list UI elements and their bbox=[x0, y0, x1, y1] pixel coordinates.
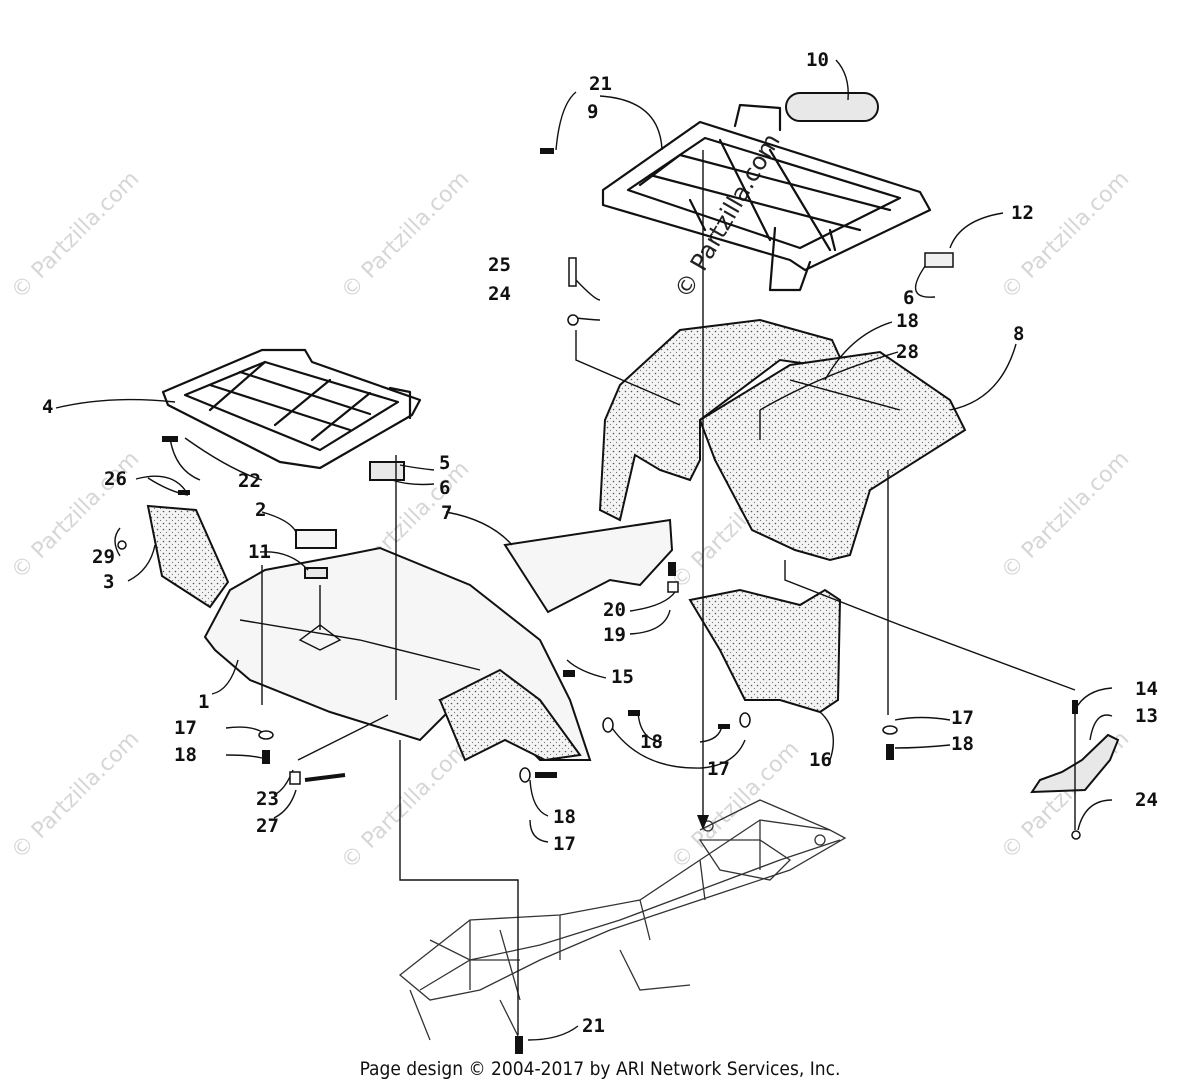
callout: 21 bbox=[582, 1015, 605, 1037]
callout: 27 bbox=[256, 815, 279, 837]
callout: 2 bbox=[255, 499, 266, 521]
watermark: © Partzilla.com bbox=[337, 737, 475, 875]
bolt bbox=[535, 772, 557, 778]
callout: 17 bbox=[174, 717, 197, 739]
callout: 3 bbox=[103, 571, 114, 593]
bolt bbox=[540, 148, 554, 154]
callout: 1 bbox=[198, 691, 209, 713]
callout: 10 bbox=[806, 49, 829, 71]
washer bbox=[882, 725, 898, 735]
hardware bbox=[117, 148, 1081, 1054]
watermark: © Partzilla.com bbox=[997, 447, 1135, 585]
bolt bbox=[628, 710, 640, 716]
callout: 6 bbox=[903, 287, 914, 309]
callout: 25 bbox=[488, 254, 511, 276]
spacer bbox=[924, 252, 954, 268]
bolt bbox=[515, 1036, 523, 1054]
washer bbox=[602, 717, 614, 733]
callout: 18 bbox=[896, 310, 919, 332]
bolt bbox=[886, 744, 894, 760]
side-panel-right bbox=[688, 588, 842, 714]
watermark: © Partzilla.com bbox=[997, 167, 1135, 305]
callout: 22 bbox=[238, 470, 261, 492]
front-rack bbox=[161, 348, 422, 481]
bracket bbox=[1030, 733, 1120, 794]
assembly-lines bbox=[261, 150, 1076, 1035]
callout: 16 bbox=[809, 749, 832, 771]
callout: 17 bbox=[951, 707, 974, 729]
callout: 19 bbox=[603, 624, 626, 646]
bolt bbox=[162, 436, 178, 442]
leader-lines bbox=[55, 59, 1113, 1041]
clip bbox=[304, 567, 328, 579]
callout: 5 bbox=[439, 452, 450, 474]
bolt bbox=[568, 257, 577, 287]
nut bbox=[1071, 830, 1081, 840]
callout: 24 bbox=[488, 283, 511, 305]
chassis-frame bbox=[398, 799, 847, 1041]
nut bbox=[289, 771, 301, 785]
washer bbox=[258, 730, 274, 740]
footer-copyright: Page design © 2004-2017 by ARI Network S… bbox=[359, 1058, 841, 1080]
grab-bar bbox=[785, 92, 879, 122]
bolt bbox=[304, 773, 346, 782]
callout: 28 bbox=[896, 341, 919, 363]
watermark: © Partzilla.com bbox=[667, 737, 805, 875]
watermark: © Partzilla.com bbox=[7, 727, 145, 865]
callout: 20 bbox=[603, 599, 626, 621]
watermark: © Partzilla.com bbox=[337, 167, 475, 305]
callout: 9 bbox=[587, 101, 598, 123]
rear-fender bbox=[598, 318, 967, 562]
callout: 23 bbox=[256, 788, 279, 810]
mud-flap bbox=[438, 668, 582, 762]
cap bbox=[295, 529, 337, 549]
rear-rack bbox=[601, 92, 932, 292]
callout: 26 bbox=[104, 468, 127, 490]
bolt bbox=[1072, 700, 1078, 714]
callout: 17 bbox=[707, 758, 730, 780]
callout: 6 bbox=[439, 477, 450, 499]
bolt bbox=[262, 750, 270, 764]
callout: 18 bbox=[553, 806, 576, 828]
callout: 15 bbox=[611, 666, 634, 688]
bolt bbox=[178, 490, 190, 495]
callout: 29 bbox=[92, 546, 115, 568]
callout: 17 bbox=[553, 833, 576, 855]
bolt bbox=[668, 562, 676, 576]
callout: 12 bbox=[1011, 202, 1034, 224]
spacer bbox=[369, 461, 405, 481]
callout: 11 bbox=[248, 541, 271, 563]
arrow-head bbox=[697, 815, 709, 830]
side-trim bbox=[503, 518, 674, 614]
bolt bbox=[563, 670, 575, 677]
callout: 18 bbox=[174, 744, 197, 766]
callout: 21 bbox=[589, 73, 612, 95]
washer bbox=[519, 767, 531, 783]
callout: 18 bbox=[951, 733, 974, 755]
nut bbox=[117, 540, 127, 550]
callout: 4 bbox=[42, 396, 53, 418]
callout: 14 bbox=[1135, 678, 1158, 700]
bolt bbox=[718, 724, 730, 729]
watermark: © Partzilla.com bbox=[7, 167, 145, 305]
callout: 7 bbox=[441, 502, 452, 524]
callout-labels: 1 2 3 4 5 6 6 7 8 9 10 11 12 13 14 15 16… bbox=[42, 49, 1158, 1037]
washer bbox=[739, 712, 751, 728]
callout: 13 bbox=[1135, 705, 1158, 727]
nut bbox=[667, 581, 679, 593]
side-panel-left bbox=[146, 504, 230, 609]
callout: 8 bbox=[1013, 323, 1024, 345]
callout: 18 bbox=[640, 731, 663, 753]
callout: 24 bbox=[1135, 789, 1158, 811]
nut bbox=[567, 314, 579, 326]
